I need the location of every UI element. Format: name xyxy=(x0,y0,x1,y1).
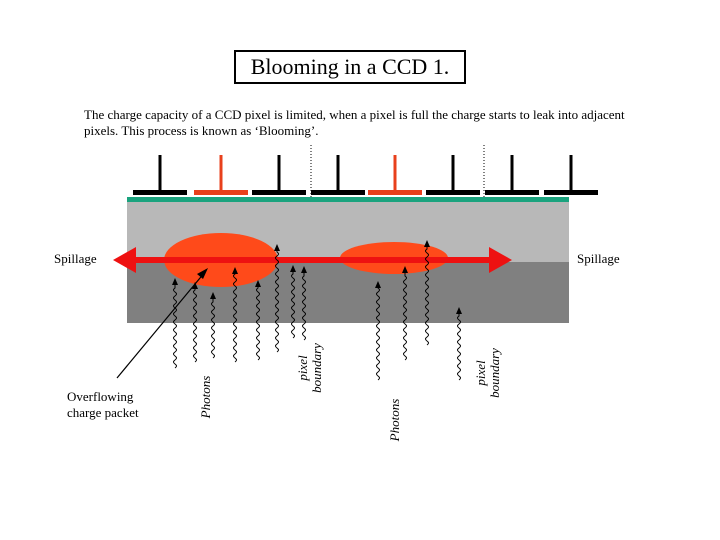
photon-ray xyxy=(210,292,216,359)
overflow-pointer-line xyxy=(116,271,206,379)
pixel-boundary-1-line1: pixel xyxy=(295,355,310,381)
description-text: The charge capacity of a CCD pixel is li… xyxy=(84,107,625,138)
electrode-off xyxy=(252,155,306,195)
spillage-arrow xyxy=(113,247,512,273)
electrode-off xyxy=(133,155,187,195)
electrode-on xyxy=(368,155,422,195)
oxide-layer xyxy=(127,197,569,202)
photon-ray xyxy=(424,240,430,346)
electrode-row xyxy=(133,155,598,195)
photon-ray xyxy=(456,307,462,381)
pixel-boundary-label-1: pixel boundary xyxy=(295,333,326,403)
photon-ray xyxy=(192,282,198,363)
pixel-boundary-1-line2: boundary xyxy=(309,343,324,393)
electrode-off xyxy=(426,155,480,195)
spillage-right-label: Spillage xyxy=(577,251,620,266)
electrode-off xyxy=(311,155,365,195)
electrode-on xyxy=(194,155,248,195)
electrode-off xyxy=(485,155,539,195)
photons-label-1: Photons xyxy=(198,375,213,419)
photon-ray xyxy=(290,265,296,339)
spillage-left-label: Spillage xyxy=(54,251,97,266)
pixel-boundary-2-line1: pixel xyxy=(473,360,488,386)
page-title: Blooming in a CCD 1. xyxy=(234,50,466,84)
photon-ray xyxy=(172,278,178,369)
overflow-label-line2: charge packet xyxy=(67,405,139,420)
photon-ray xyxy=(375,281,381,381)
electrode-off xyxy=(544,155,598,195)
pixel-boundary-label-2: pixel boundary xyxy=(473,338,504,408)
photon-ray xyxy=(274,244,280,353)
photon-rays xyxy=(172,240,462,381)
photon-ray xyxy=(232,267,238,363)
overflowing-charge-packet-label: Overflowing charge packet xyxy=(67,389,139,421)
overflow-pointer-arrowhead xyxy=(197,268,208,279)
photons-label-2: Photons xyxy=(387,398,402,442)
photon-ray xyxy=(255,280,261,361)
photon-ray xyxy=(402,266,408,361)
photon-ray xyxy=(301,266,307,341)
overflow-label-line1: Overflowing xyxy=(67,389,134,404)
pixel-boundary-2-line2: boundary xyxy=(487,348,502,398)
